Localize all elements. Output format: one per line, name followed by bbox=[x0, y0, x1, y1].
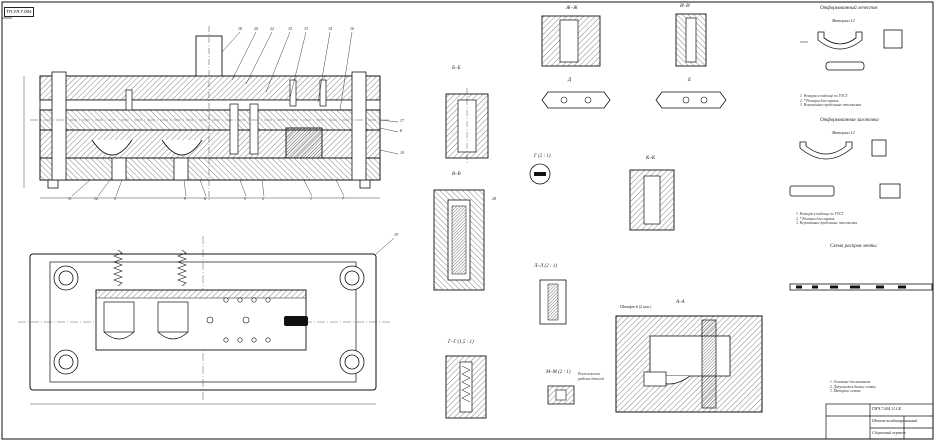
callout-number: 5 bbox=[114, 196, 116, 201]
detail-e-drawing bbox=[655, 91, 727, 109]
drawing-stamp: ТП.УЛ.7.004 bbox=[4, 7, 34, 17]
formed-petal-drawing bbox=[800, 29, 903, 71]
strip-notes: 1. Основные для штампов 2. Допускается б… bbox=[830, 380, 876, 394]
section-zhzh-drawing bbox=[541, 15, 601, 67]
formed-blank-notes: 1. Размеры в таблице по ГОСТ 2. * Размер… bbox=[796, 212, 858, 226]
formed-blank-drawing bbox=[789, 139, 901, 199]
formed-blank-material: Материал 12 bbox=[832, 130, 855, 135]
callout-number: 19 bbox=[394, 232, 398, 237]
callout-number: 13 bbox=[304, 26, 308, 31]
detail-gl-drawing bbox=[529, 163, 551, 185]
section-ll-label: Л–Л (2 : 1) bbox=[534, 264, 558, 269]
callout-number: 11 bbox=[68, 196, 72, 201]
callout-number: 6 bbox=[204, 196, 206, 201]
callout-number: 20 bbox=[254, 26, 258, 31]
detail-gl-label: Г (2 : 1) bbox=[534, 154, 551, 159]
title-block-name: Штамп комбинированный bbox=[872, 418, 918, 423]
callout-number: 12 bbox=[94, 196, 98, 201]
formed-blank-title: Отформованная заготовка bbox=[820, 118, 879, 123]
section-kk-drawing bbox=[629, 169, 675, 231]
section-ll-drawing bbox=[539, 279, 567, 325]
callout-number: 7 bbox=[342, 196, 344, 201]
section-kk-label: К–К bbox=[646, 156, 656, 161]
section-ii-drawing bbox=[675, 13, 707, 67]
detail-d-drawing bbox=[541, 91, 611, 109]
title-block bbox=[825, 403, 934, 440]
section-aa-label: А–А bbox=[676, 300, 685, 305]
callout-number: 10 bbox=[400, 150, 404, 155]
callout-number: 2 bbox=[262, 196, 264, 201]
front-section-view bbox=[23, 26, 399, 200]
section-gg-drawing bbox=[445, 355, 487, 419]
plan-view bbox=[18, 236, 395, 405]
detail-e-label: Е bbox=[688, 78, 692, 83]
section-gg-label: Г–Г (1,5 : 1) bbox=[448, 340, 474, 345]
callout-number: 9 bbox=[184, 196, 186, 201]
formed-petal-material: Материал 12 bbox=[832, 18, 855, 23]
formed-petal-title: Отформованный лепесток bbox=[820, 6, 878, 11]
section-aa-drawing bbox=[615, 315, 763, 413]
section-vv-drawing bbox=[433, 189, 485, 291]
callout-number: 22 bbox=[270, 26, 274, 31]
callout-number: 8 bbox=[400, 128, 402, 133]
section-bb-drawing bbox=[445, 88, 489, 164]
section-vv-label: В–В bbox=[452, 172, 461, 177]
callout-number: 15 bbox=[288, 26, 292, 31]
aa-callout-note: Штифт 6 (2 шт.) bbox=[620, 304, 652, 309]
strip-layout-drawing bbox=[789, 283, 933, 291]
callout-number: 16 bbox=[350, 26, 354, 31]
section-mm-drawing bbox=[547, 385, 575, 405]
section-mm-label: М–М (2 : 1) bbox=[546, 370, 571, 375]
section-ii-label: И–И bbox=[680, 4, 690, 9]
section-bb-label: Б–Б bbox=[452, 66, 461, 71]
callout-number: 28 bbox=[492, 196, 496, 201]
arrangement-note: Расположение рабочих деталей bbox=[578, 372, 604, 381]
title-block-code: ГМЧ.7.004.11.СБ bbox=[872, 406, 901, 411]
callout-number: 17 bbox=[400, 118, 404, 123]
strip-layout-title: Схема раскроя ленты bbox=[830, 244, 877, 249]
title-block-subtitle: Сборочный чертеж bbox=[872, 430, 907, 435]
callout-number: 14 bbox=[328, 26, 332, 31]
callout-number: 18 bbox=[238, 26, 242, 31]
formed-petal-notes: 1. Размеры в таблице по ГОСТ 2. * Размер… bbox=[800, 94, 862, 108]
callout-number: 1 bbox=[310, 196, 312, 201]
detail-d-label: Д bbox=[568, 78, 572, 83]
callout-number: 3 bbox=[244, 196, 246, 201]
section-zhzh-label: Ж–Ж bbox=[566, 6, 578, 11]
